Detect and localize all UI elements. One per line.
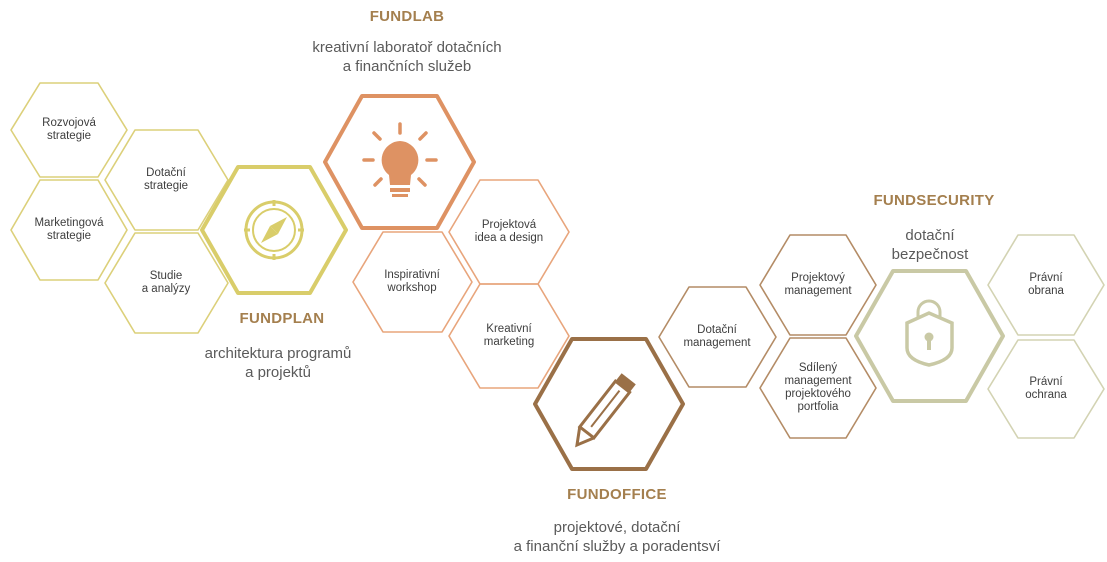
compass-icon — [244, 200, 304, 260]
pencil-icon — [575, 373, 636, 448]
hex-fundsecurity — [854, 269, 1005, 403]
hex-studie — [104, 232, 229, 334]
hex-sdileny — [759, 337, 877, 439]
fundlab-subtitle-2: a finančních služeb — [342, 58, 472, 75]
fundlab-subtitle-1: kreativní laboratoř dotačních — [312, 39, 502, 56]
hex-kreativni — [448, 283, 570, 389]
hex-projektovy-management — [759, 234, 877, 336]
label-dotacni-management: Dotační management — [683, 324, 751, 349]
fundoffice-title: FUNDOFFICE — [567, 486, 667, 503]
label-studie: Studie a analýzy — [141, 270, 191, 295]
label-pravni-obrana: Právní obrana — [1028, 272, 1064, 297]
label-dotacni-strategie: Dotační strategie — [143, 167, 189, 192]
label-kreativni: Kreativní marketing — [483, 323, 535, 348]
hex-dotacni-strategie — [104, 129, 229, 231]
fundlab-title: FUNDLAB — [369, 8, 445, 25]
hex-pravni-obrana — [987, 234, 1105, 336]
fundplan-subtitle-2: a projektů — [245, 364, 311, 381]
fundplan-title: FUNDPLAN — [239, 310, 325, 327]
hex-inspirativni — [352, 231, 473, 333]
label-rozvojova: Rozvojová strategie — [42, 117, 96, 142]
fundsecurity-subtitle-2: bezpečnost — [891, 246, 969, 263]
fundsecurity-subtitle-1: dotační — [905, 227, 955, 244]
fundplan-subtitle-1: architektura programů — [204, 345, 352, 362]
fundsecurity-title: FUNDSECURITY — [873, 192, 995, 209]
fundoffice-subtitle-2: a finanční služby a poradentsví — [513, 538, 721, 555]
label-sdileny: Sdílený management projektového portfoli… — [784, 362, 852, 413]
hex-marketingova — [10, 179, 128, 281]
lightbulb-icon — [362, 122, 438, 197]
hex-fundlab — [323, 94, 476, 230]
hex-rozvojova — [10, 82, 128, 178]
label-pravni-ochrana: Právní ochrana — [1025, 376, 1067, 401]
hex-pravni-ochrana — [987, 339, 1105, 439]
label-projektovy-management: Projektový management — [784, 272, 852, 297]
label-projektova-idea: Projektová idea a design — [474, 219, 544, 244]
hex-fundoffice — [533, 337, 685, 471]
fundoffice-subtitle-1: projektové, dotační — [553, 519, 681, 536]
shield-lock-icon — [905, 299, 954, 367]
hex-dotacni-management — [658, 286, 777, 388]
hex-fundplan — [200, 165, 348, 295]
label-inspirativni: Inspirativní workshop — [384, 269, 440, 294]
label-marketingova: Marketingová strategie — [34, 217, 104, 242]
